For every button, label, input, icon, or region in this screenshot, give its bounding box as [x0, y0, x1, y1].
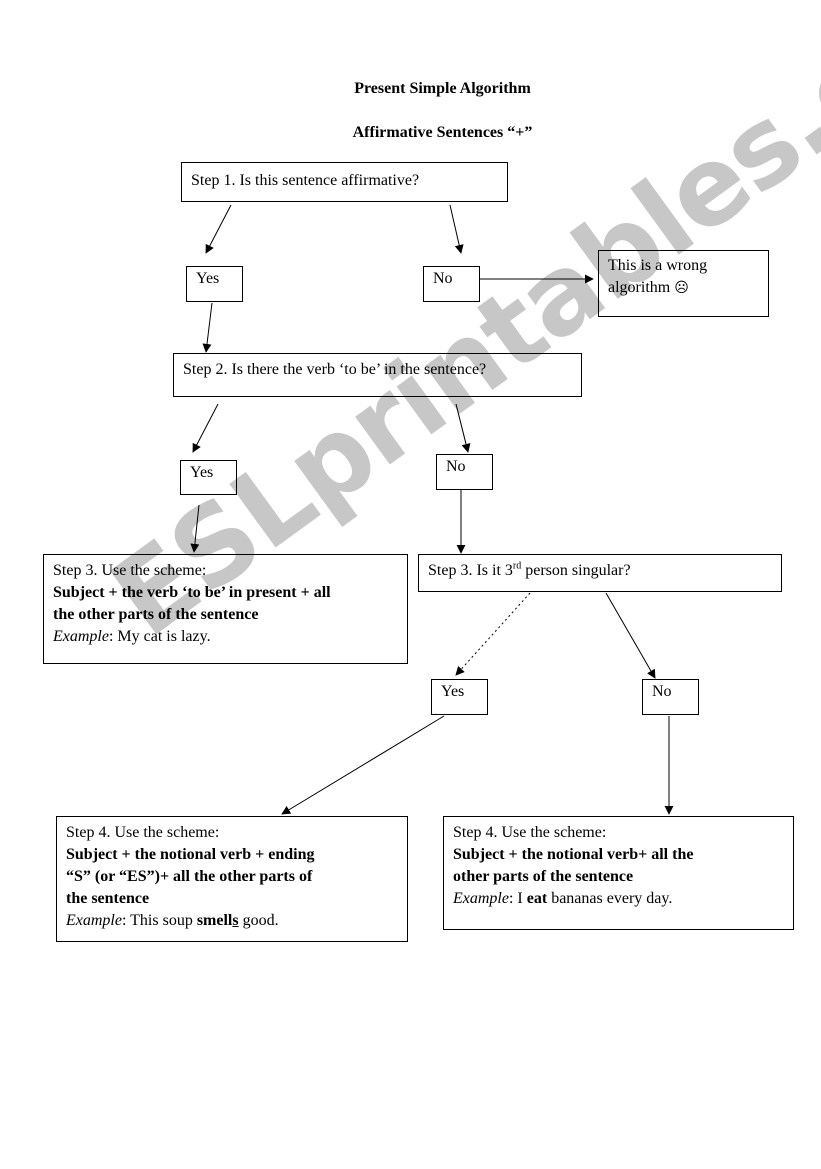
step4a-example-label: Example [66, 912, 122, 929]
sad-face-icon: ☹ [674, 280, 689, 296]
step3a-scheme-line1: Subject + the verb ‘to be’ in present + … [53, 584, 331, 601]
step2-yes-label: Yes [190, 464, 214, 481]
arrow-step3b-no [605, 592, 656, 679]
arrow-step1-no [449, 204, 464, 254]
step1-yes-box: Yes [186, 266, 243, 302]
step4a-example-pre: : This soup [121, 912, 197, 929]
step4b-example-post: bananas every day. [547, 890, 673, 907]
step4a-heading: Step 4. Use the scheme: [66, 824, 220, 841]
step4a-scheme-line3: the sentence [66, 890, 150, 907]
page-subtitle: Affirmative Sentences “+” [352, 124, 533, 141]
arrow-step3b-yes [455, 592, 531, 676]
wrong-algorithm-box: This is a wrong algorithm ☹ [598, 250, 769, 317]
step4b-scheme-line2: other parts of the sentence [453, 868, 634, 885]
step3b-question-suffix: person singular? [521, 562, 631, 579]
step4a-example-verb-ending: s [232, 912, 239, 929]
step3-no-label: No [652, 683, 672, 700]
step4b-box: Step 4. Use the scheme: Subject + the no… [443, 816, 794, 930]
arrow-yes-step2 [202, 302, 213, 353]
step4b-example-verb: eat [526, 890, 548, 907]
step4b-example-pre: : I [508, 890, 527, 907]
step2-yes-box: Yes [180, 460, 237, 495]
step3a-box: Step 3. Use the scheme: Subject + the ve… [43, 554, 408, 664]
arrow-step1-yes [205, 204, 232, 254]
step1-box: Step 1. Is this sentence affirmative? [181, 162, 508, 202]
step1-question: Step 1. Is this sentence affirmative? [191, 172, 420, 189]
step2-box: Step 2. Is there the verb ‘to be’ in the… [173, 353, 582, 397]
wrong-line2: algorithm [608, 279, 671, 296]
step4a-scheme-line1: Subject + the notional verb + ending [66, 846, 315, 863]
step3b-box: Step 3. Is it 3rd person singular? [418, 554, 782, 592]
step4b-scheme-line1: Subject + the notional verb+ all the [453, 846, 694, 863]
step4a-box: Step 4. Use the scheme: Subject + the no… [56, 816, 408, 942]
step3a-scheme-line2: the other parts of the sentence [53, 606, 259, 623]
step4b-example-label: Example [453, 890, 509, 907]
step3-yes-label: Yes [441, 683, 465, 700]
step3a-heading: Step 3. Use the scheme: [53, 562, 207, 579]
step3a-example-text: : My cat is lazy. [108, 628, 211, 645]
step3a-example-label: Example [53, 628, 109, 645]
step4a-example-post: good. [238, 912, 279, 929]
step2-no-box: No [436, 454, 493, 490]
step1-no-label: No [433, 270, 453, 287]
page-title: Present Simple Algorithm [354, 80, 531, 97]
step2-no-label: No [446, 458, 466, 475]
step1-yes-label: Yes [196, 270, 220, 287]
step4a-example-verb-stem: smell [196, 912, 233, 929]
step3b-question-sup: rd [512, 560, 522, 572]
arrow-yes-step3a [190, 504, 200, 553]
step3b-question-prefix: Step 3. Is it 3 [428, 562, 513, 579]
wrong-line1: This is a wrong [608, 257, 708, 274]
step3-no-box: No [642, 679, 699, 715]
arrow-step2-no [455, 403, 471, 453]
arrow-step2-yes [192, 403, 219, 453]
step2-question: Step 2. Is there the verb ‘to be’ in the… [183, 361, 487, 378]
step3-yes-box: Yes [431, 679, 488, 715]
step1-no-box: No [423, 266, 480, 302]
step4b-heading: Step 4. Use the scheme: [453, 824, 607, 841]
arrow-yes-step4a [281, 715, 445, 815]
step4a-scheme-line2: “S” (or “ES”)+ all the other parts of [66, 868, 313, 885]
